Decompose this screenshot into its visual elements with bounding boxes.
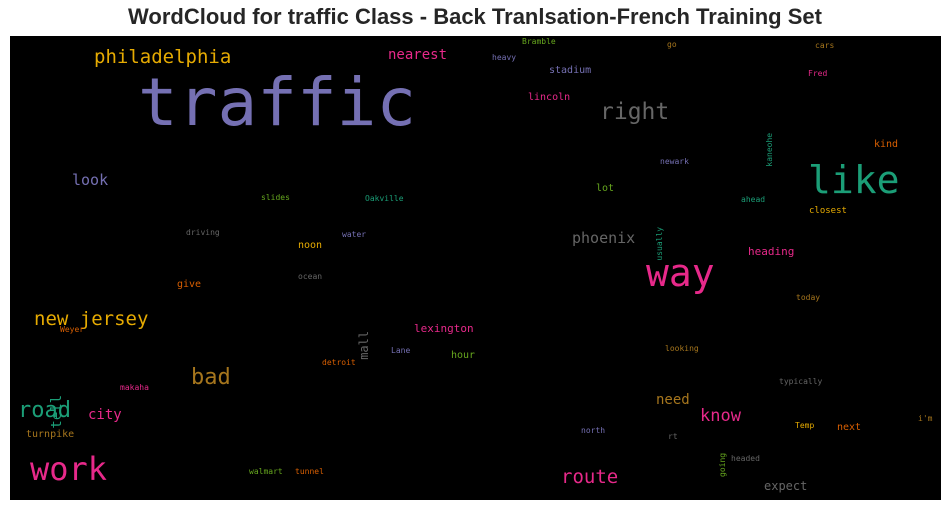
word-kaneohe: kaneohe xyxy=(765,132,774,167)
wordcloud-canvas: traffic way like work right bad road philadelph… xyxy=(10,36,941,500)
word-lexington: lexington xyxy=(414,322,474,335)
word-i-m: i'm xyxy=(918,414,933,423)
word-know: know xyxy=(700,406,741,426)
word-today: today xyxy=(796,293,821,302)
word-nearest: nearest xyxy=(388,47,448,63)
word-new-jersey: new jersey xyxy=(34,308,149,330)
word-walmart: walmart xyxy=(249,467,283,476)
word-oakville: Oakville xyxy=(365,194,404,203)
word-typically: typically xyxy=(779,377,823,386)
word-cars: cars xyxy=(815,41,835,50)
word-stadium: stadium xyxy=(549,65,592,76)
word-fred: Fred xyxy=(808,69,828,78)
word-ahead: ahead xyxy=(741,195,766,204)
word-noon: noon xyxy=(298,240,323,251)
word-newark: newark xyxy=(660,157,689,166)
word-temp: Temp xyxy=(795,421,815,430)
word-next: next xyxy=(837,422,862,433)
word-slides: slides xyxy=(261,193,290,202)
word-makaha: makaha xyxy=(120,383,149,392)
chart-title: WordCloud for traffic Class - Back Tranl… xyxy=(128,4,822,29)
word-route: route xyxy=(561,466,619,488)
word-expect: expect xyxy=(764,479,808,493)
word-weyer: Weyer xyxy=(60,325,85,334)
word-going: going xyxy=(718,452,727,477)
word-kind: kind xyxy=(874,139,899,150)
word-headed: headed xyxy=(731,454,760,463)
word-lincoln: lincoln xyxy=(528,92,571,103)
word-phoenix: phoenix xyxy=(572,229,636,247)
word-bad: bad xyxy=(191,365,231,390)
word-city: city xyxy=(88,407,122,423)
word-ocean: ocean xyxy=(298,272,323,281)
word-bramble: Bramble xyxy=(522,37,556,46)
word-north: north xyxy=(581,426,606,435)
word-give: give xyxy=(177,279,202,290)
word-tunnel: tunnel xyxy=(295,467,324,476)
word-looking: looking xyxy=(665,344,699,353)
word-right: right xyxy=(600,99,670,125)
word-turnpike: turnpike xyxy=(26,429,75,440)
word-closest: closest xyxy=(809,206,847,216)
word-usually: usually xyxy=(655,226,664,261)
word-hour: hour xyxy=(451,350,476,361)
word-traffic: traffic xyxy=(138,64,417,141)
word-go: go xyxy=(667,40,677,49)
word-mall: mall xyxy=(357,330,371,360)
word-need: need xyxy=(656,392,690,408)
word-way: way xyxy=(646,251,715,295)
word-heavy: heavy xyxy=(492,53,517,62)
word-lane: Lane xyxy=(391,346,411,355)
word-water: water xyxy=(342,230,367,239)
word-philadelphia: philadelphia xyxy=(94,46,232,68)
word-heading: heading xyxy=(748,245,795,258)
word-like: like xyxy=(808,158,900,202)
word-driving: driving xyxy=(186,228,220,237)
word-detroit: detroit xyxy=(322,358,356,367)
word-lot: lot xyxy=(596,183,615,194)
word-tell: tell xyxy=(49,394,65,429)
word-look: look xyxy=(72,171,109,189)
word-work: work xyxy=(30,450,108,488)
word-road: road xyxy=(18,398,71,423)
word-rt: rt xyxy=(668,432,678,441)
